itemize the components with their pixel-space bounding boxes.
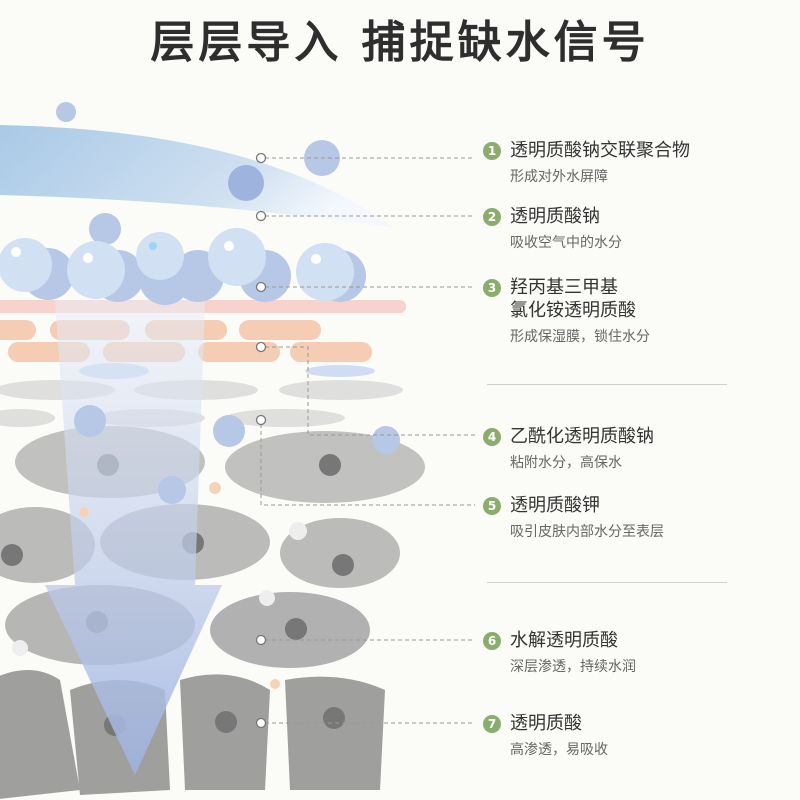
number-badge: 1 [483,142,501,160]
ingredient-5: 5 透明质酸钾 吸引皮肤内部水分至表层 [483,494,664,541]
crosslinked-film [0,125,395,228]
ingredient-desc: 深层渗透，持续水润 [510,659,636,675]
ingredient-name-line2: 氯化铵透明质酸 [510,300,636,321]
number-badge: 2 [483,208,501,226]
ingredient-name: 透明质酸 [510,713,582,734]
ingredient-name: 透明质酸钠交联聚合物 [510,140,690,161]
ingredient-name: 羟丙基三甲基 [510,277,618,298]
leader-lines [260,157,475,724]
number-badge: 4 [483,428,501,446]
number-badge: 5 [483,497,501,515]
ingredient-6: 6 水解透明质酸 深层渗透，持续水润 [483,629,636,676]
ingredient-name: 透明质酸钾 [510,495,600,516]
marker-dots [255,152,267,729]
ingredient-name: 透明质酸钠 [510,206,600,227]
ingredient-name: 乙酰化透明质酸钠 [510,426,654,447]
ingredient-3: 3 羟丙基三甲基氯化铵透明质酸 形成保湿膜，锁住水分 [483,276,650,346]
divider [487,582,727,583]
number-badge: 3 [483,279,501,297]
ingredient-desc: 高渗透，易吸收 [510,742,608,758]
ingredient-1: 1 透明质酸钠交联聚合物 形成对外水屏障 [483,139,690,186]
ingredient-4: 4 乙酰化透明质酸钠 粘附水分，高保水 [483,425,654,472]
ingredient-desc: 形成保湿膜，锁住水分 [510,329,650,345]
ingredient-desc: 粘附水分，高保水 [510,455,622,471]
ingredient-2: 2 透明质酸钠 吸收空气中的水分 [483,205,622,252]
ingredient-desc: 吸引皮肤内部水分至表层 [510,524,664,540]
ingredient-desc: 形成对外水屏障 [510,169,608,185]
number-badge: 7 [483,715,501,733]
divider [487,384,727,385]
ingredient-7: 7 透明质酸 高渗透，易吸收 [483,712,608,759]
ingredient-desc: 吸收空气中的水分 [510,235,622,251]
page-title: 层层导入 捕捉缺水信号 [150,17,650,68]
ingredient-name: 水解透明质酸 [510,630,618,651]
number-badge: 6 [483,632,501,650]
